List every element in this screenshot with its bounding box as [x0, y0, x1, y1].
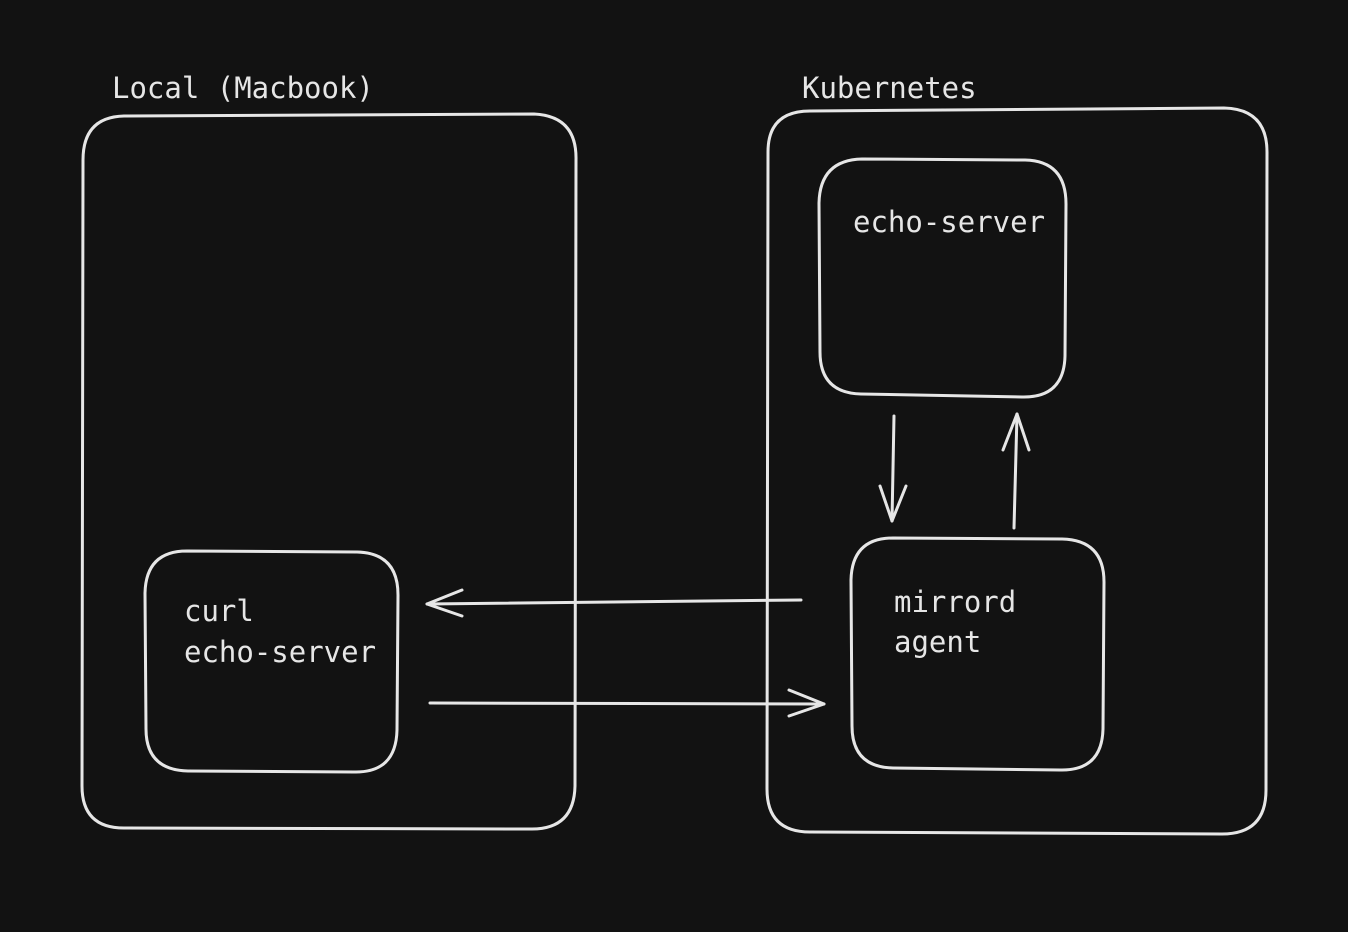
kubernetes-group-frame	[765, 106, 1269, 836]
mirrord-agent-node	[849, 536, 1106, 772]
curl-label-line2: echo-server	[184, 635, 376, 669]
mirrord-agent-label-line2: agent	[894, 625, 981, 659]
echo-server-node	[817, 157, 1068, 399]
curl-node	[143, 549, 400, 774]
local-group-title: Local (Macbook)	[112, 71, 374, 105]
arrow-agent-to-curl	[425, 588, 803, 618]
local-group-frame	[80, 112, 578, 831]
arrow-agent-to-echo	[1001, 412, 1031, 530]
kubernetes-group-title: Kubernetes	[802, 71, 977, 105]
arrow-echo-to-agent	[878, 414, 908, 523]
arrow-curl-to-agent	[428, 688, 826, 718]
echo-server-node-label: echo-server	[853, 205, 1045, 239]
mirrord-agent-label-line1: mirrord	[894, 585, 1016, 619]
curl-label-line1: curl	[184, 594, 254, 628]
